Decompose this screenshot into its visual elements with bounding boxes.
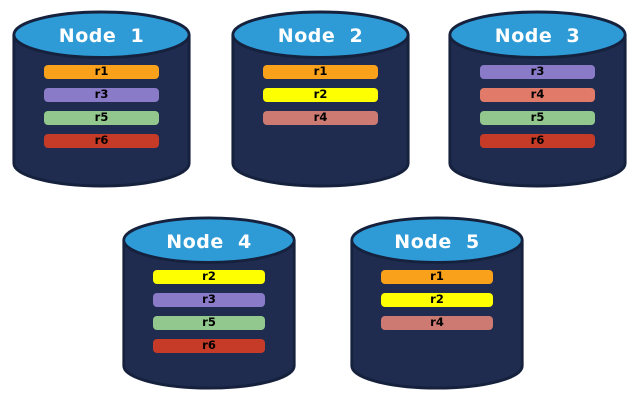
replica-bar-r3: r3 bbox=[43, 88, 160, 103]
replica-bar-r1: r1 bbox=[43, 65, 160, 80]
replica-bar-r1: r1 bbox=[262, 65, 379, 80]
replica-bar-r2: r2 bbox=[380, 292, 494, 307]
node-title: Node 5 bbox=[394, 230, 480, 253]
cylinder-top bbox=[122, 216, 296, 264]
replica-bar-r4: r4 bbox=[380, 315, 494, 330]
replica-bar-r6: r6 bbox=[152, 338, 266, 353]
replica-bar-r6: r6 bbox=[43, 134, 160, 149]
replica-bar-r5: r5 bbox=[479, 111, 596, 126]
node-title: Node 4 bbox=[166, 230, 252, 253]
replica-bar-r2: r2 bbox=[262, 88, 379, 103]
replica-bar-r6: r6 bbox=[479, 134, 596, 149]
replica-bar-r5: r5 bbox=[43, 111, 160, 126]
node-title: Node 2 bbox=[277, 25, 364, 48]
replica-bar-r4: r4 bbox=[479, 88, 596, 103]
replica-list: r1 r3 r5 r6 bbox=[43, 65, 160, 149]
replica-list: r1 r2 r4 bbox=[380, 269, 494, 330]
node-2: Node 2 r1 r2 r4 bbox=[230, 10, 411, 188]
node-5: Node 5 r1 r2 r4 bbox=[349, 216, 525, 390]
replica-bar-r1: r1 bbox=[380, 269, 494, 284]
node-4: Node 4 r2 r3 r5 r6 bbox=[121, 216, 297, 390]
node-title: Node 3 bbox=[494, 25, 581, 48]
replica-bar-r3: r3 bbox=[152, 292, 266, 307]
node-title: Node 1 bbox=[58, 25, 145, 48]
replica-list: r2 r3 r5 r6 bbox=[152, 269, 266, 353]
node-3: Node 3 r3 r4 r5 r6 bbox=[447, 10, 628, 188]
cylinder-top bbox=[231, 10, 410, 59]
replica-bar-r5: r5 bbox=[152, 315, 266, 330]
cylinder-top bbox=[12, 10, 191, 59]
replica-bar-r4: r4 bbox=[262, 111, 379, 126]
node-1: Node 1 r1 r3 r5 r6 bbox=[11, 10, 192, 188]
replica-list: r3 r4 r5 r6 bbox=[479, 65, 596, 149]
cylinder-top bbox=[350, 216, 524, 264]
replica-bar-r3: r3 bbox=[479, 65, 596, 80]
replica-list: r1 r2 r4 bbox=[262, 65, 379, 126]
replica-bar-r2: r2 bbox=[152, 269, 266, 284]
cylinder-top bbox=[448, 10, 627, 59]
